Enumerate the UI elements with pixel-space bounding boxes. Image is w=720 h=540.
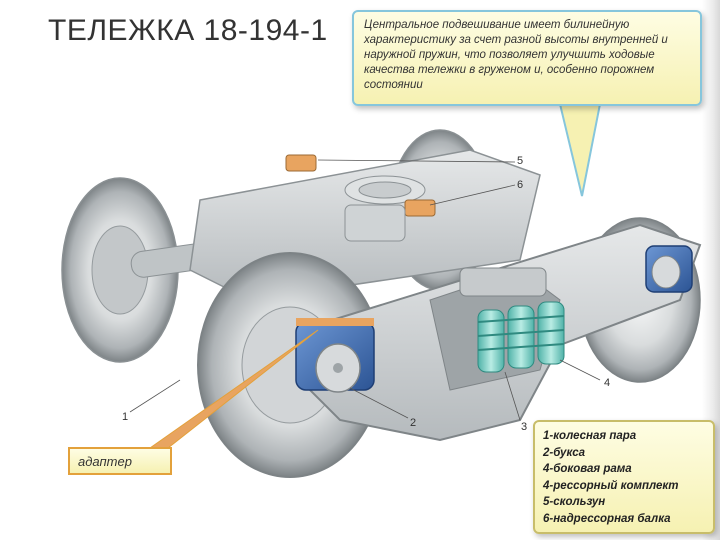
parts-legend: 1-колесная пара 2-букса 4-боковая рама 4… [533,420,715,534]
part-number-3: 3 [521,421,527,433]
legend-item-spring-set: 4-рессорный комплект [543,479,679,492]
adapter-callout: адаптер [68,447,172,475]
axle-box-rear [645,245,693,293]
leader-lines [129,159,601,421]
part-number-5: 5 [517,155,523,167]
part-number-6: 6 [517,179,523,191]
part-number-1: 1 [122,411,128,423]
legend-item-side-bearing: 5-скользун [543,496,606,508]
slide-right-edge [702,0,720,540]
callout-pointer [558,103,602,197]
slide-title: ТЕЛЕЖКА 18-194-1 [48,14,328,47]
part-number-2: 2 [410,417,416,429]
spring-set [477,301,565,373]
legend-item-side-frame: 4-боковая рама [543,463,632,475]
part-number-4: 4 [604,377,610,389]
legend-item-axle-box: 2-букса [543,446,586,459]
legend-item-bolster: 6-надрессорная балка [543,512,671,525]
legend-item-wheelset: 1-колесная пара [543,430,637,442]
description-callout: Центральное подвешивание имеет билинейну… [352,10,702,106]
axle-box-front [295,318,375,393]
